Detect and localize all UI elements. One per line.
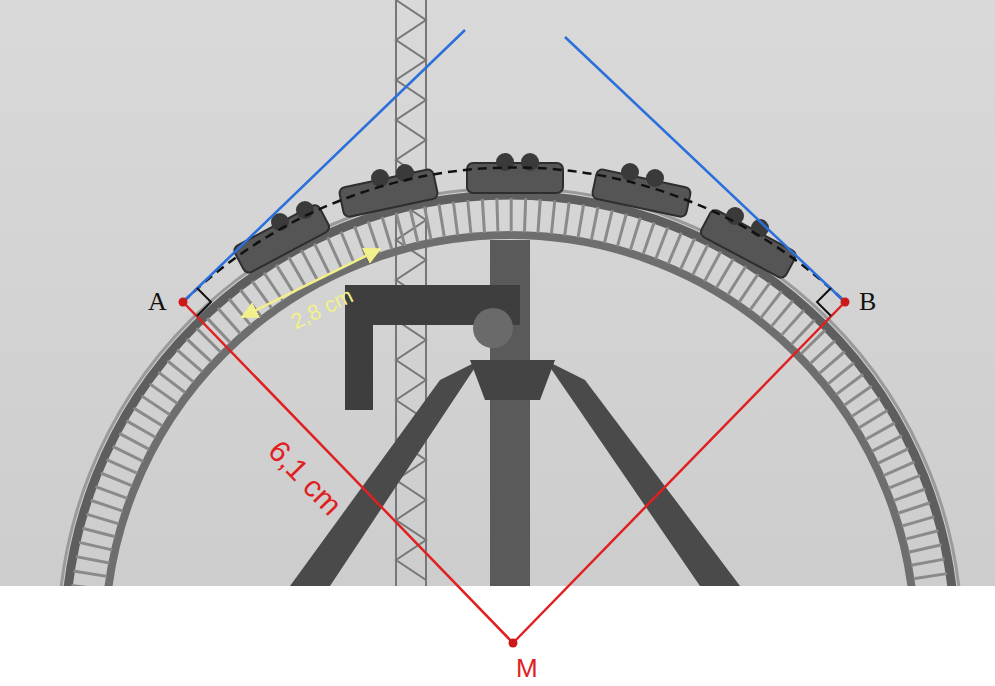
tangent-line: [183, 30, 465, 302]
right-angle-mark: [817, 288, 831, 316]
tangent-line: [565, 37, 845, 302]
radius-line: [513, 302, 845, 643]
geometry-overlay: [179, 30, 850, 648]
point-dot: [841, 298, 850, 307]
point-label: A: [148, 289, 167, 315]
photo: [0, 0, 995, 586]
dashed-arc: [183, 167, 845, 302]
radius-line: [183, 302, 513, 643]
point-label: B: [859, 289, 876, 315]
track-truss: [58, 188, 962, 586]
point-dot: [509, 639, 518, 648]
right-angle-mark: [197, 288, 211, 316]
point-label: M: [516, 655, 538, 681]
support-pillars: [290, 240, 740, 586]
point-dot: [179, 298, 188, 307]
